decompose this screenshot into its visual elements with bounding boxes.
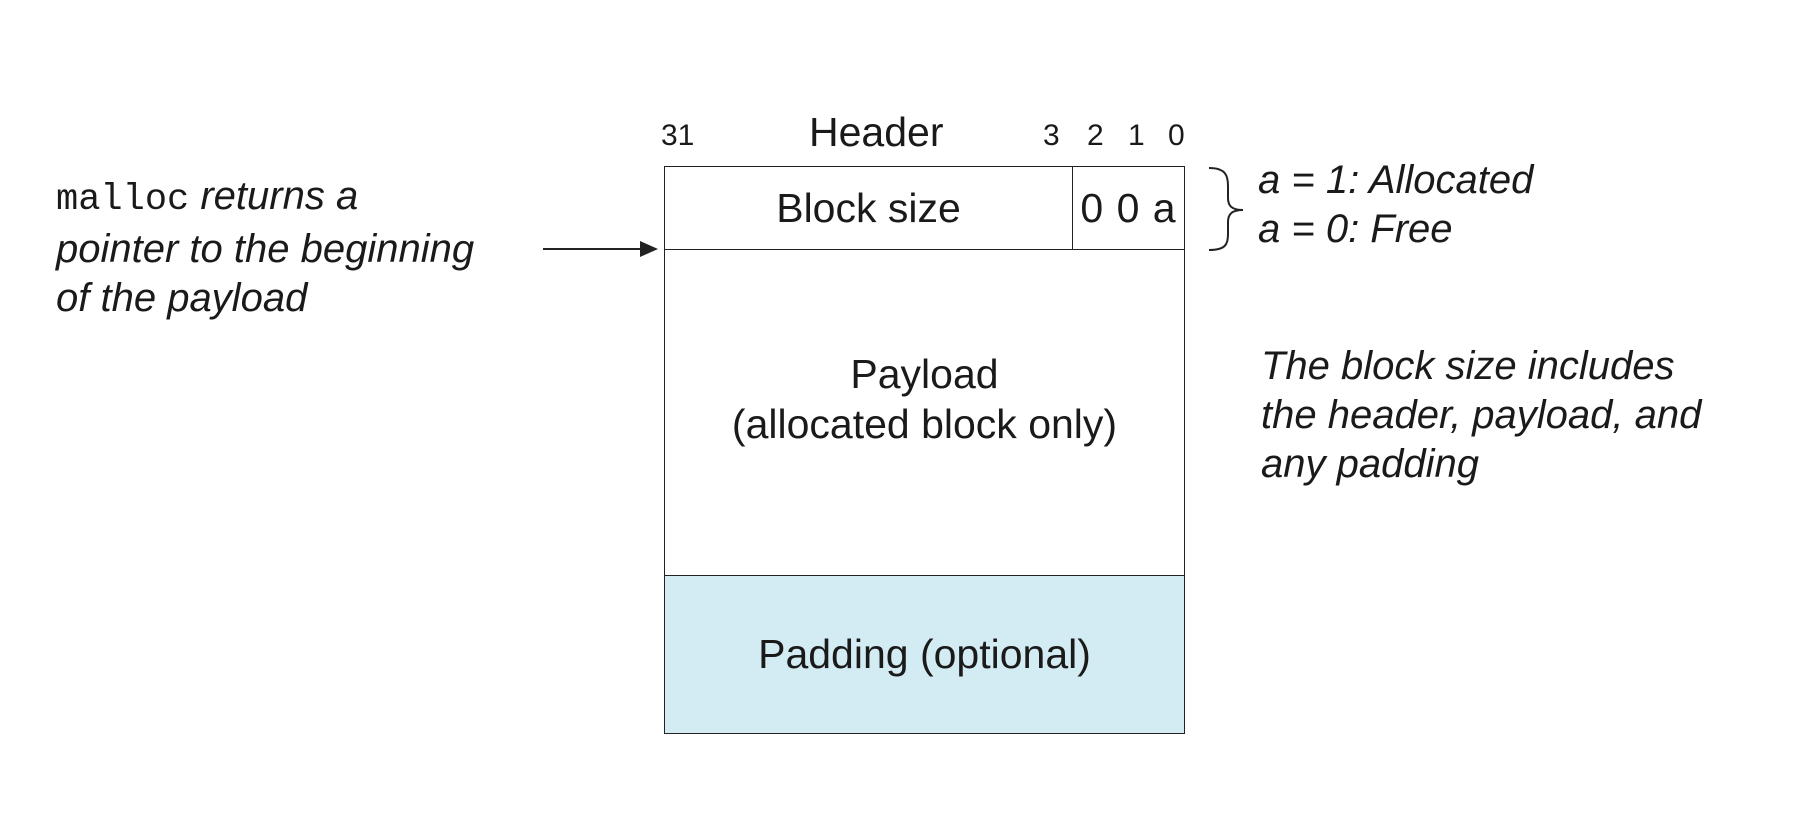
block-size-field: Block size xyxy=(665,167,1073,249)
bit-label-2: 2 xyxy=(1087,119,1104,152)
bit-label-1: 1 xyxy=(1128,119,1145,152)
allocation-flag-field: 0 0 a xyxy=(1080,184,1177,231)
flag-note: a = 1: Allocated a = 0: Free xyxy=(1258,156,1533,254)
padding-region: Padding (optional) xyxy=(665,576,1184,733)
bit-label-31: 31 xyxy=(661,119,695,152)
malloc-note-line-1-text: returns a xyxy=(189,174,359,218)
flag-note-allocated: a = 1: Allocated xyxy=(1258,158,1534,202)
header-word: Block size 0 0 a xyxy=(665,167,1184,250)
bit-label-3: 3 xyxy=(1043,119,1060,152)
malloc-note-line-1: malloc returns a xyxy=(56,172,474,225)
payload-region: Payload (allocated block only) xyxy=(665,250,1184,576)
flag-note-free: a = 0: Free xyxy=(1258,207,1453,251)
padding-label: Padding (optional) xyxy=(758,631,1091,677)
payload-sublabel: (allocated block only) xyxy=(731,400,1118,447)
bit-label-0: 0 xyxy=(1168,119,1185,152)
header-title: Header xyxy=(809,109,944,155)
malloc-note-line-2: pointer to the beginning xyxy=(56,227,475,271)
malloc-code: malloc xyxy=(56,179,190,221)
payload-label: Payload xyxy=(850,350,999,397)
block-size-note-line-2: the header, payload, and xyxy=(1261,393,1702,437)
block-size-note-line-3: any padding xyxy=(1261,442,1479,486)
payload-pointer-arrow xyxy=(543,241,658,257)
heap-block: Block size 0 0 a Payload (allocated bloc… xyxy=(664,166,1185,734)
block-size-note-line-1: The block size includes xyxy=(1261,344,1675,388)
block-size-note: The block size includes the header, payl… xyxy=(1261,342,1701,489)
malloc-note-line-3: of the payload xyxy=(56,276,308,320)
flag-brace-icon xyxy=(1208,167,1244,251)
malloc-note: malloc returns a pointer to the beginnin… xyxy=(56,172,474,323)
